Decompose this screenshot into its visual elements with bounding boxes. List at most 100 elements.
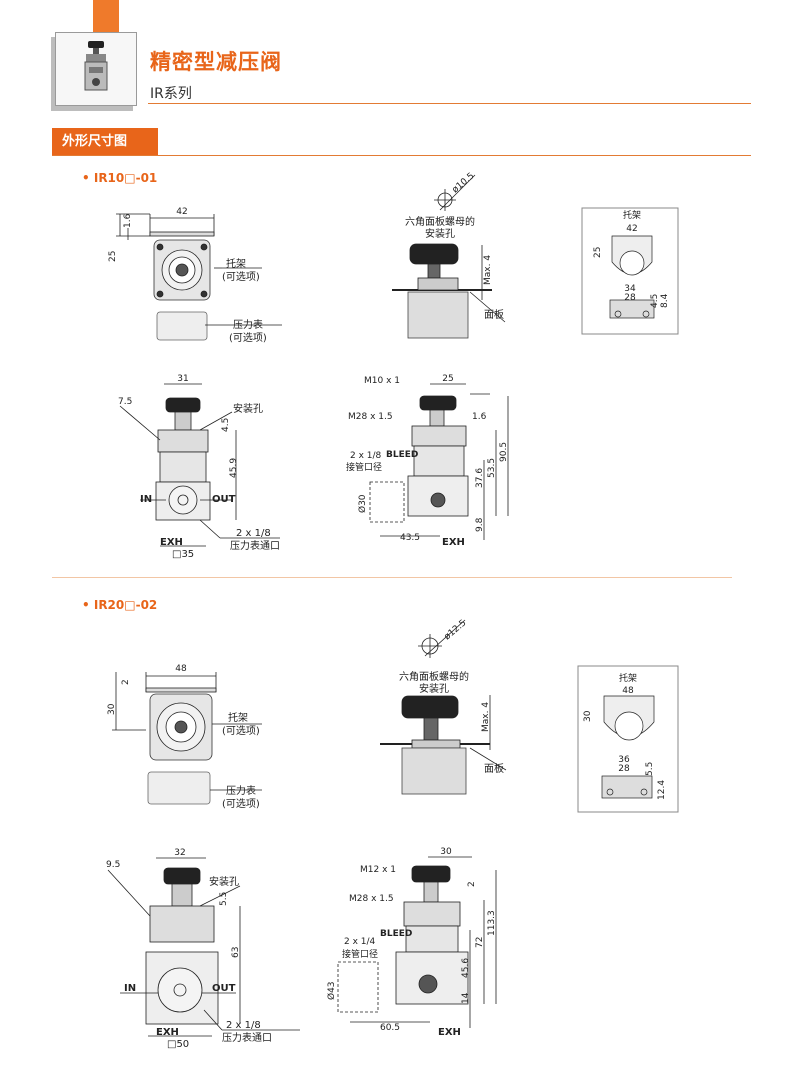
ir20-panel-hole-line1: 六角面板螺母的	[399, 670, 469, 683]
ir20-bottom-exh: EXH	[156, 1027, 179, 1038]
ir10-side-width: 25	[442, 374, 453, 384]
ir20-gauge-optional: (可选项)	[222, 797, 260, 810]
ir20-bottom-out: OUT	[212, 983, 236, 994]
series-divider	[52, 577, 732, 578]
ir10-bottom-exh: EXH	[160, 537, 183, 548]
ir20-side-m2: M28 x 1.5	[349, 894, 394, 904]
ir10-side-exh: EXH	[442, 537, 465, 548]
ir10-panel-dia: ø10.5	[451, 171, 477, 195]
ir20-bracket-detail-title: 托架	[619, 672, 637, 684]
ir10-bracket-optional: (可选项)	[222, 270, 260, 283]
ir20-bottom-in: IN	[124, 983, 136, 994]
ir10-side-dia: Ø30	[357, 494, 368, 513]
ir10-side-bleed: BLEED	[386, 450, 418, 460]
ir20-side-width: 30	[440, 847, 452, 857]
ir10-side-view	[369, 383, 509, 540]
ir10-panel-hole-line2: 安装孔	[425, 227, 455, 240]
ir10-bracket-detail-h: 25	[593, 247, 603, 258]
ir10-bottom-h1: 4.5	[221, 418, 231, 432]
ir10-front-d2: 25	[108, 251, 118, 262]
ir20-side-h4: 14	[461, 992, 471, 1004]
title-underline	[148, 103, 751, 104]
ir10-bracket-detail-c: 4.5	[650, 294, 660, 308]
ir10-panel-view	[392, 174, 506, 339]
ir20-panel-label: 面板	[484, 762, 504, 775]
ir20-panel-max: Max. 4	[481, 702, 491, 732]
ir10-bracket-detail-b: 28	[624, 293, 636, 303]
page-subtitle: IR系列	[150, 86, 192, 102]
ir20-bracket-detail-h: 30	[583, 710, 593, 722]
ir10-bottom-view	[119, 383, 280, 547]
ir20-bottom-port-label: 压力表通口	[222, 1031, 272, 1044]
ir10-bracket-detail-title: 托架	[623, 209, 641, 221]
ir10-bracket-label: 托架	[226, 257, 246, 270]
ir20-bottom-hole: 安装孔	[209, 875, 239, 888]
ir10-side-h1: 37.6	[475, 468, 485, 488]
ir20-bottom-h1: 5.5	[219, 892, 229, 906]
ir20-bottom-size: □50	[167, 1039, 189, 1050]
model-label-ir10: • IR10□-01	[82, 171, 158, 185]
ir10-panel-max: Max. 4	[483, 255, 493, 285]
ir10-side-pipe: 2 x 1/8	[350, 451, 382, 461]
ir20-side-view	[337, 856, 497, 1028]
ir20-side-h3: 113.3	[487, 910, 497, 936]
ir10-front-width: 42	[176, 207, 187, 217]
ir10-bracket-detail-a: 34	[624, 284, 636, 294]
ir10-bottom-size: □35	[172, 549, 194, 560]
ir20-bottom-port: 2 x 1/8	[226, 1020, 261, 1031]
ir20-side-bleed: BLEED	[380, 929, 412, 939]
model-label-ir20: • IR20□-02	[82, 598, 158, 612]
ir10-side-t: 1.6	[472, 412, 487, 422]
ir20-front-width: 48	[175, 664, 187, 674]
ir10-bracket-detail-w: 42	[626, 224, 637, 234]
ir20-panel-dia: ø12.5	[443, 618, 469, 642]
ir10-bottom-port: 2 x 1/8	[236, 528, 271, 539]
ir20-side-pipe: 2 x 1/4	[344, 937, 376, 947]
ir20-bottom-width: 32	[174, 848, 185, 858]
ir10-side-length: 43.5	[400, 533, 420, 543]
section-heading: 外形尺寸图	[52, 128, 158, 155]
ir20-side-exh: EXH	[438, 1027, 461, 1038]
ir10-bottom-h2: 45.9	[229, 458, 239, 478]
ir20-side-dia: Ø43	[326, 981, 337, 1000]
ir20-gauge-label: 压力表	[226, 784, 256, 797]
ir10-side-m1: M10 x 1	[364, 376, 400, 386]
ir20-side-h2: 72	[475, 937, 485, 948]
ir20-bracket-detail-c: 5.5	[645, 762, 655, 776]
page-title: 精密型减压阀	[150, 50, 282, 74]
ir10-bottom-l: 7.5	[118, 397, 132, 407]
ir10-side-h4: 9.8	[475, 517, 485, 532]
ir20-bracket-detail-b: 28	[618, 764, 630, 774]
ir10-gauge-label: 压力表	[233, 318, 263, 331]
ir10-side-pipe-label: 接管口径	[346, 461, 382, 473]
ir20-bracket-optional: (可选项)	[222, 724, 260, 737]
ir20-panel-hole-line2: 安装孔	[419, 682, 449, 695]
regulator-product-icon	[84, 41, 108, 91]
ir20-bottom-view	[107, 857, 300, 1037]
ir10-gauge-optional: (可选项)	[229, 331, 267, 344]
ir10-bracket-detail	[609, 235, 655, 319]
ir20-front-d2: 30	[107, 703, 117, 715]
ir20-bracket-label: 托架	[228, 711, 248, 724]
ir10-bottom-out: OUT	[212, 494, 236, 505]
ir10-side-h3: 90.5	[499, 442, 509, 462]
ir10-side-m2: M28 x 1.5	[348, 412, 393, 422]
ir10-front-d1: 1.6	[123, 213, 133, 228]
ir20-bracket-detail	[601, 695, 655, 799]
ir10-bottom-port-label: 压力表通口	[230, 539, 280, 552]
ir20-bracket-detail-w: 48	[622, 686, 634, 696]
ir10-panel-label: 面板	[484, 308, 504, 321]
product-thumbnail	[55, 32, 137, 106]
ir20-front-view	[112, 672, 262, 805]
ir20-side-h1: 45.6	[461, 958, 471, 978]
ir20-side-t: 2	[467, 881, 477, 887]
header-accent-tab	[93, 0, 119, 38]
ir20-bracket-detail-a: 36	[618, 755, 630, 765]
ir20-side-length: 60.5	[380, 1023, 400, 1033]
ir10-side-h2: 53.5	[487, 458, 497, 478]
ir20-side-pipe-label: 接管口径	[342, 948, 378, 960]
ir20-bottom-l: 9.5	[106, 860, 120, 870]
ir20-bottom-h2: 63	[231, 947, 241, 958]
ir20-front-d1: 2	[121, 679, 131, 685]
